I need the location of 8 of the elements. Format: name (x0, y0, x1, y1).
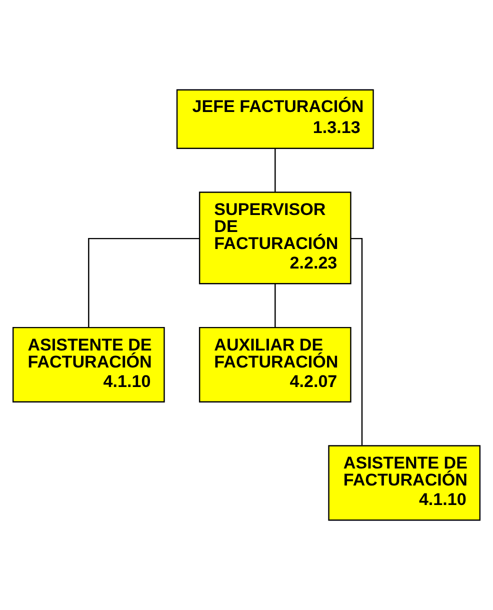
connector (274, 284, 276, 328)
node-box: JEFE FACTURACIÓN 1.3.13 (176, 89, 374, 149)
node-box: AUXILIAR DE FACTURACIÓN 4.2.07 (198, 326, 352, 402)
connector (274, 148, 276, 192)
connector (88, 238, 200, 328)
node-box: SUPERVISOR DE FACTURACIÓN 2.2.23 (198, 192, 352, 284)
node-box: ASISTENTE DE FACTURACIÓN 4.1.10 (12, 326, 165, 402)
node-box: ASISTENTE DE FACTURACIÓN 4.1.10 (328, 445, 481, 521)
